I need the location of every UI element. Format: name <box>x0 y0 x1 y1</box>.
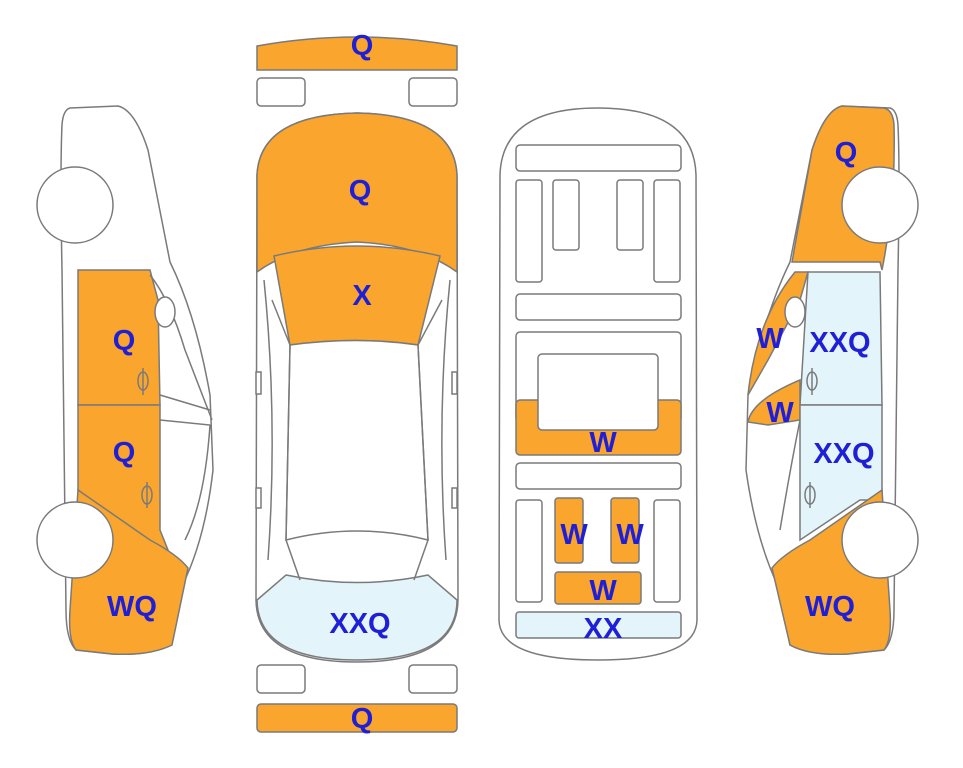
top-right-side-line <box>441 279 451 561</box>
top-left-side-line <box>263 279 273 561</box>
interior-seat-right-label: W <box>616 519 644 551</box>
interior-right-front-side <box>653 179 681 283</box>
interior-front-divider <box>515 293 682 321</box>
right-front-wheel <box>841 166 919 244</box>
top-right-handle <box>451 487 458 509</box>
interior-left-rear-side <box>515 499 543 603</box>
interior-dashboard <box>515 144 682 172</box>
right-front-handle-icon <box>806 368 818 395</box>
interior-left-front-side <box>515 179 543 283</box>
interior-right-rear-side <box>653 499 681 603</box>
interior-seat-left-label: W <box>560 519 588 551</box>
right-rear-wheel <box>841 501 919 579</box>
left-front-door-label: Q <box>113 325 136 357</box>
right-window-line <box>779 419 801 531</box>
top-right-mirror <box>451 371 458 395</box>
right-rear-handle-icon <box>804 482 816 508</box>
left-side-view: Q Q WQ <box>36 105 214 656</box>
interior-seat-left-panel <box>554 497 584 564</box>
left-rear-light <box>256 664 306 694</box>
left-rear-handle-icon <box>141 482 153 508</box>
interior-seat-right-panel <box>610 497 640 564</box>
top-left-mirror <box>255 371 262 395</box>
right-front-light <box>408 77 458 107</box>
right-front-window-label: XXQ <box>809 327 870 359</box>
right-side-view: Q W XXQ W XXQ WQ <box>745 105 919 656</box>
left-rear-door-label: Q <box>113 437 136 469</box>
interior-console <box>537 353 659 431</box>
left-front-light <box>256 77 306 107</box>
interior-trunk-label: XX <box>584 613 623 645</box>
front-bumper-panel <box>256 36 458 71</box>
rear-bumper-label: Q <box>351 703 374 735</box>
windshield-label: X <box>352 280 372 312</box>
right-quarter-label: WQ <box>805 591 855 623</box>
interior-rear-seat-panel <box>554 571 642 605</box>
top-left-pillar <box>271 299 301 581</box>
right-a-pillar-upper-label: W <box>756 323 784 355</box>
rear-window-panel <box>256 574 458 661</box>
left-rear-wheel <box>36 501 114 579</box>
front-bumper-label: Q <box>351 30 374 62</box>
right-rear-light <box>408 664 458 694</box>
left-front-handle-icon <box>137 368 149 395</box>
interior-left-front-seat <box>552 179 580 251</box>
right-a-pillar-lower-label: W <box>766 397 794 429</box>
interior-rear-divider <box>515 462 682 490</box>
left-lower-window <box>159 419 211 541</box>
left-beltline <box>159 394 211 411</box>
right-front-fender-label: Q <box>835 137 858 169</box>
hood-panel <box>256 112 458 274</box>
top-view: Q Q X XXQ Q <box>255 30 459 735</box>
left-front-door-panel <box>77 269 161 406</box>
interior-front-row-label: W <box>589 427 617 459</box>
hood-label: Q <box>349 175 372 207</box>
right-a-pillar-lower-panel <box>747 378 801 426</box>
left-quarter-label: WQ <box>107 591 157 623</box>
left-mirror <box>154 296 176 328</box>
interior-rear-seat-label: W <box>589 575 617 607</box>
left-front-wheel <box>36 166 114 244</box>
interior-view: W W W W XX <box>498 107 698 661</box>
rear-bumper-panel <box>256 703 458 733</box>
roof-outline <box>285 339 429 541</box>
rear-window-label: XXQ <box>329 608 390 640</box>
right-mirror <box>784 296 806 328</box>
interior-trunk-panel <box>515 611 682 639</box>
top-right-pillar <box>413 299 443 581</box>
top-left-handle <box>255 487 262 509</box>
right-rear-window-label: XXQ <box>813 438 874 470</box>
interior-right-front-seat <box>616 179 644 251</box>
